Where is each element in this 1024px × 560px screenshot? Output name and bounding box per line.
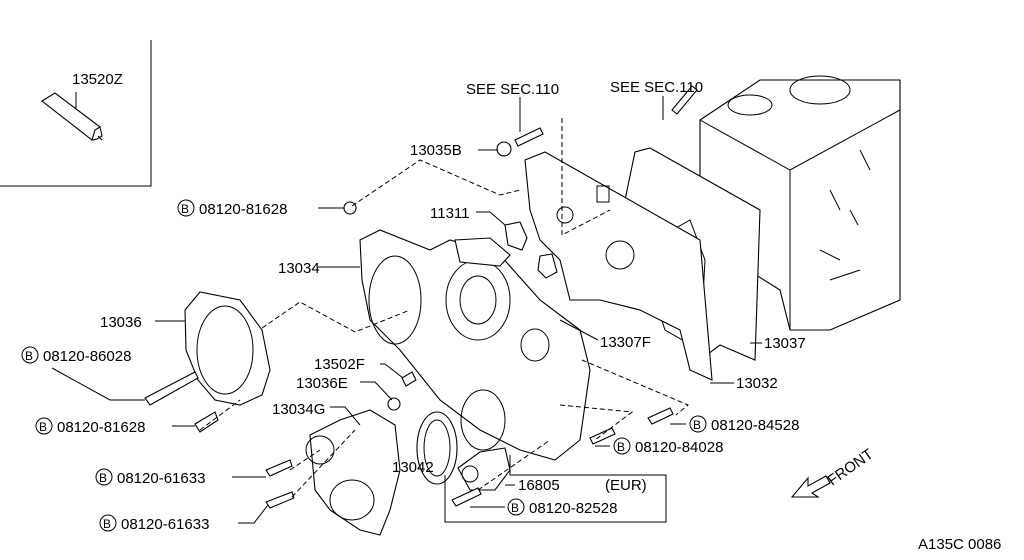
part-label-13035b: 13035B [410,142,462,159]
lower-cover-13034G [305,409,401,536]
stud-bolt [514,127,544,147]
bolt-callout: B 08120-86028 [21,346,131,365]
oil-seal-13042 [416,411,458,485]
bolt [194,411,219,433]
bolt-callout: B 08120-61633 [95,468,205,487]
bushing-13036E [387,397,401,411]
see-sec-110-label: SEE SEC.110 [610,79,703,96]
part-label-16805: 16805 [518,477,560,494]
bolt-callout: B 08120-61633 [99,514,209,533]
bolt-head [343,201,357,215]
part-label-13042: 13042 [392,459,434,476]
dowel-13502F [401,371,417,387]
b-marker-icon [177,199,195,217]
svg-text:B: B [511,501,519,515]
bolt-part-number: 08120-81628 [199,201,287,218]
front-arrow-icon [790,475,831,498]
b-marker-icon [99,514,117,532]
part-label-13037: 13037 [764,335,806,352]
front-label: FRONT [825,446,877,490]
bolt-part-number: 08120-61633 [121,516,209,533]
svg-text:B: B [617,440,625,454]
front-plate [524,151,713,381]
bolt-callout: B 08120-84528 [689,415,799,434]
diagram-code: A135C 0086 [918,536,1001,553]
part-label-13034: 13034 [278,260,320,277]
b-marker-icon [21,346,39,364]
svg-text:B: B [25,349,33,363]
svg-text:B: B [693,418,701,432]
sealant-tube-icon [41,92,103,141]
nut-13035B [496,141,512,157]
bolt [144,371,199,406]
part-label-11311: 11311 [430,205,470,222]
front-cover-13034 [359,229,591,461]
bolt-part-number: 08120-61633 [117,470,205,487]
b-marker-icon [35,417,53,435]
bolt-callout: B 08120-84028 [613,437,723,456]
bolt-callout: B 08120-81628 [35,417,145,436]
bolt-part-number: 08120-84528 [711,417,799,434]
gasket-11311 [504,221,528,251]
bolt [265,459,293,477]
part-label-13307f: 13307F [600,334,651,351]
svg-text:B: B [39,420,47,434]
bolt [589,427,616,445]
bolt-callout: B 08120-81628 [177,199,287,218]
b-marker-icon [95,468,113,486]
leader-lines [51,96,762,524]
part-label-13502f: 13502F [314,356,365,373]
bolt-part-number: 08120-81628 [57,419,145,436]
bolt-callout: B 08120-82528 [507,498,617,517]
eur-note: (EUR) [605,477,647,494]
inset-box [0,40,152,187]
bolt-part-number: 08120-86028 [43,348,131,365]
part-label-13034g: 13034G [272,401,325,418]
gasket-piece [537,253,558,279]
svg-text:B: B [181,202,189,216]
bolt [265,491,295,509]
stud-bolt-2 [671,85,698,115]
part-label-13036e: 13036E [296,375,348,392]
dashed-guides [199,118,689,498]
see-sec-110-label: SEE SEC.110 [466,81,559,98]
part-label-13036: 13036 [100,314,142,331]
svg-text:B: B [103,517,111,531]
part-16805 [457,447,511,491]
b-marker-icon [507,498,525,516]
b-marker-icon [613,437,631,455]
part-label-13032: 13032 [736,375,778,392]
bolt-part-number: 08120-82528 [529,500,617,517]
bolt-part-number: 08120-84028 [635,439,723,456]
cover-plate-13036 [184,291,271,406]
part-label-13520z: 13520Z [72,71,123,88]
svg-text:B: B [99,471,107,485]
bolt [647,407,674,425]
bolt [451,487,482,507]
b-marker-icon [689,415,707,433]
